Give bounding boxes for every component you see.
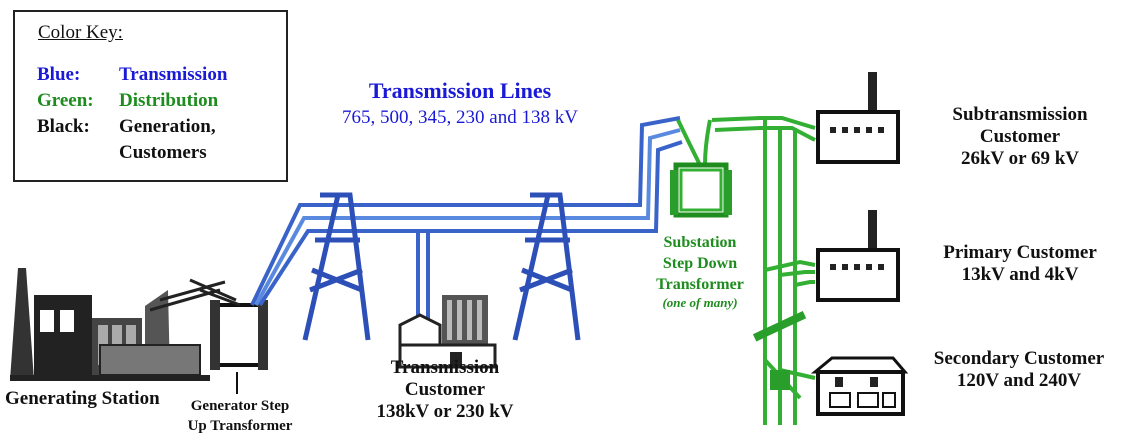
substation-label-line2: Step Down <box>662 254 738 272</box>
color-key-box: Color Key: Blue: Transmission Green: Distr… <box>13 10 288 182</box>
color-key-value: Transmission <box>119 64 228 85</box>
generator-step-up-label: Generator Step Up Transformer <box>155 396 325 437</box>
color-key-value: Generation, <box>119 116 216 137</box>
transmission-tower-icon <box>302 192 371 341</box>
color-key-label: Blue: <box>37 64 81 85</box>
substation-label-line1: Substation <box>663 234 737 251</box>
color-key-value: Distribution <box>119 90 219 111</box>
primary-customer-label-line1: Primary Customer <box>943 242 1097 263</box>
transmission-lines-title: Transmission Lines <box>368 78 552 103</box>
subtransmission-customer-building-icon <box>816 72 900 164</box>
transmission-customer-label-line2: Customer <box>404 378 486 400</box>
subtransmission-customer-label-line2: Customer <box>979 125 1061 147</box>
color-key-value: Customers <box>119 142 207 163</box>
transmission-customer-label: Transmission Customer 138kV or 230 kV <box>355 357 535 423</box>
color-key-row-blue: Blue: Transmission <box>37 64 227 86</box>
transmission-customer-label-line3: 138kV or 230 kV <box>376 400 514 422</box>
secondary-customer-label: Secondary Customer 120V and 240V <box>908 348 1130 392</box>
transmission-lines-voltages: 765, 500, 345, 230 and 138 kV <box>342 107 578 128</box>
subtransmission-customer-label-line1: Subtransmission <box>952 104 1088 125</box>
color-key-label: Green: <box>37 90 94 111</box>
transmission-customer-building-icon <box>398 230 497 369</box>
primary-customer-label: Primary Customer 13kV and 4kV <box>915 242 1125 286</box>
primary-customer-label-line2: 13kV and 4kV <box>961 263 1079 285</box>
generator-step-up-label-line2: Up Transformer <box>187 418 293 435</box>
distribution-pole-transformer-icon <box>752 310 807 390</box>
substation-label-line3: Transformer <box>656 275 744 293</box>
subtransmission-customer-label-line3: 26kV or 69 kV <box>960 147 1080 169</box>
secondary-customer-label-line1: Secondary Customer <box>933 348 1105 369</box>
transmission-tower-icon <box>512 192 581 341</box>
generating-station-label: Generating Station <box>5 388 160 409</box>
color-key-label: Black: <box>37 116 90 137</box>
substation-label: Substation Step Down Transformer (one of… <box>625 233 775 312</box>
generator-step-up-label-line1: Generator Step <box>190 398 290 414</box>
color-key-row-green: Green: Distribution <box>37 90 218 112</box>
color-key-row-black-cont: Customers <box>37 142 207 164</box>
generating-station-icon <box>10 268 226 381</box>
generator-step-up-transformer-icon <box>189 278 268 394</box>
subtransmission-customer-label: Subtransmission Customer 26kV or 69 kV <box>920 104 1120 170</box>
secondary-customer-house-icon <box>810 356 909 416</box>
color-key-title: Color Key: <box>38 22 123 43</box>
secondary-customer-label-line2: 120V and 240V <box>956 369 1082 391</box>
primary-customer-building-icon <box>816 210 900 302</box>
transmission-lines <box>250 116 683 307</box>
color-key-row-black: Black: Generation, <box>37 116 216 138</box>
substation-label-note: (one of many) <box>662 295 738 311</box>
substation-transformer-icon <box>670 119 732 218</box>
transmission-customer-label-line1: Transmission <box>390 357 500 378</box>
